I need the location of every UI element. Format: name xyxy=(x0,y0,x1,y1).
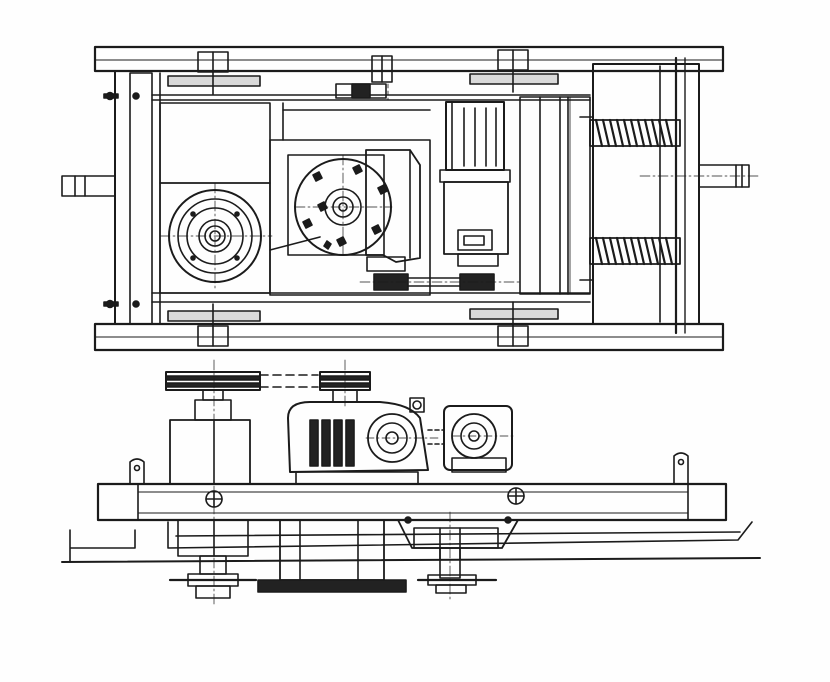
spring-coil-upper xyxy=(589,118,681,148)
axle-left xyxy=(61,175,116,197)
spring-coil-lower xyxy=(589,236,681,266)
elevation-view xyxy=(61,359,761,605)
clamp-bottom-right xyxy=(469,301,559,347)
axle-right xyxy=(639,164,761,188)
clamp-bottom-left xyxy=(167,303,261,347)
end-lug-left xyxy=(129,458,145,485)
rail-clamps xyxy=(167,49,559,347)
reducer-bolts xyxy=(302,164,388,250)
electric-motor-elevation xyxy=(427,405,517,473)
base-beam xyxy=(96,482,728,522)
frame-rail-bottom xyxy=(93,322,725,352)
gear-reducer-plan xyxy=(269,149,421,272)
ground-rail xyxy=(61,521,761,563)
gear-reducer-elevation xyxy=(287,397,441,485)
belt-pair-plan xyxy=(359,273,521,291)
sheave-block-left xyxy=(165,371,261,599)
sheave-block-right xyxy=(397,516,519,594)
spring-frame xyxy=(579,56,700,335)
coupling-top xyxy=(335,55,393,101)
tensioner-bolts-left xyxy=(103,91,140,309)
centerlines-elevation xyxy=(213,359,451,605)
counterweight-block xyxy=(257,519,407,593)
frame-rail-top xyxy=(93,45,725,73)
v-belt-pulley-left xyxy=(165,371,261,391)
beam-bolts xyxy=(205,487,525,508)
belt-elevation xyxy=(259,374,319,388)
electric-motor-plan xyxy=(439,101,511,267)
clamp-top-left xyxy=(167,51,261,95)
plan-view xyxy=(61,45,761,352)
chassis-frame xyxy=(114,70,594,325)
end-lug-right xyxy=(673,452,689,485)
wheel-pulley xyxy=(159,182,273,291)
clamp-top-right xyxy=(469,49,559,93)
